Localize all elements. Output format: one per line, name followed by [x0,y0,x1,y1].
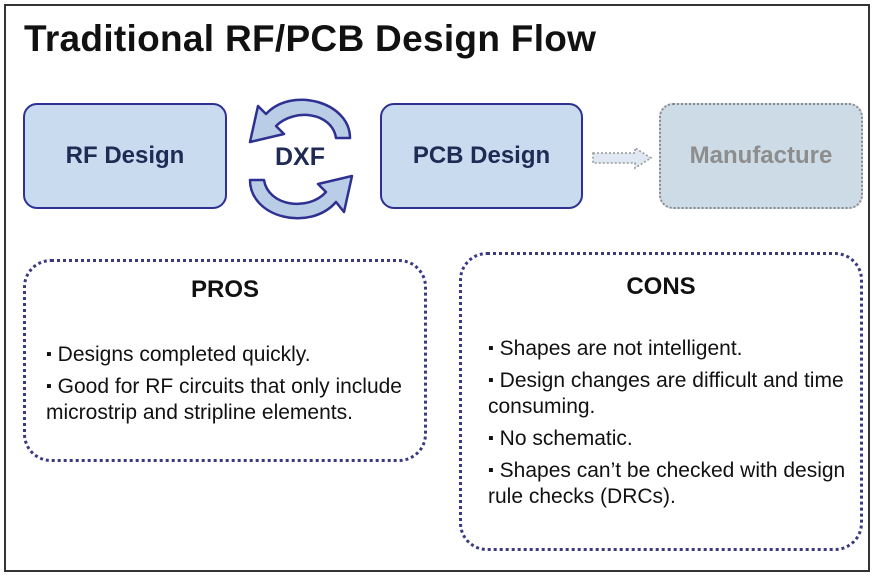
pros-item-text: Designs completed quickly. [57,343,311,366]
bullet-icon: ▪ [46,378,52,395]
right-arrow-icon [592,146,653,170]
cons-list: ▪Shapes are not intelligent. ▪Design cha… [488,336,858,516]
cons-heading: CONS [626,273,696,300]
pros-item-text: Good for RF circuits that only include m… [46,375,402,424]
pcb-design-label: PCB Design [412,142,551,169]
pros-panel: PROS ▪Designs completed quickly. ▪Good f… [23,259,427,462]
list-item: ▪ Shapes are not intelligent. [488,336,858,362]
dxf-label: DXF [275,143,325,171]
exchange-cycle-arrows-icon [248,98,354,220]
manufacture-label: Manufacture [689,142,833,169]
cons-item-text: Shapes can’t be checked with design rule… [488,459,846,508]
cycle-arrow-top [248,98,352,144]
page-title: Traditional RF/PCB Design Flow [24,18,597,59]
bullet-icon: ▪ [488,372,494,389]
list-item: ▪ No schematic. [488,426,858,452]
pcb-design-box: PCB Design [380,103,583,209]
pros-heading: PROS [190,276,259,303]
bullet-icon: ▪ [46,346,52,363]
bullet-icon: ▪ [488,340,494,357]
manufacture-box: Manufacture [659,103,863,209]
list-item: ▪Shapes can’t be checked with design rul… [488,458,858,510]
cons-item-text: Shapes are not intelligent. [499,337,743,360]
cons-item-text: Design changes are difficult and time co… [488,369,844,418]
list-item: ▪Good for RF circuits that only include … [46,374,416,426]
list-item: ▪Design changes are difficult and time c… [488,368,858,420]
pros-list: ▪Designs completed quickly. ▪Good for RF… [46,342,416,432]
rf-design-box: RF Design [23,103,227,209]
cons-panel: CONS ▪Shapes are not intelligent. ▪Desig… [459,252,863,551]
cycle-arrow-bottom [248,174,354,220]
bullet-icon: ▪ [488,430,494,447]
bullet-icon: ▪ [488,462,494,479]
rf-design-label: RF Design [65,142,185,169]
cons-item-text: No schematic. [499,427,633,450]
list-item: ▪ Designs completed quickly. [46,342,416,368]
